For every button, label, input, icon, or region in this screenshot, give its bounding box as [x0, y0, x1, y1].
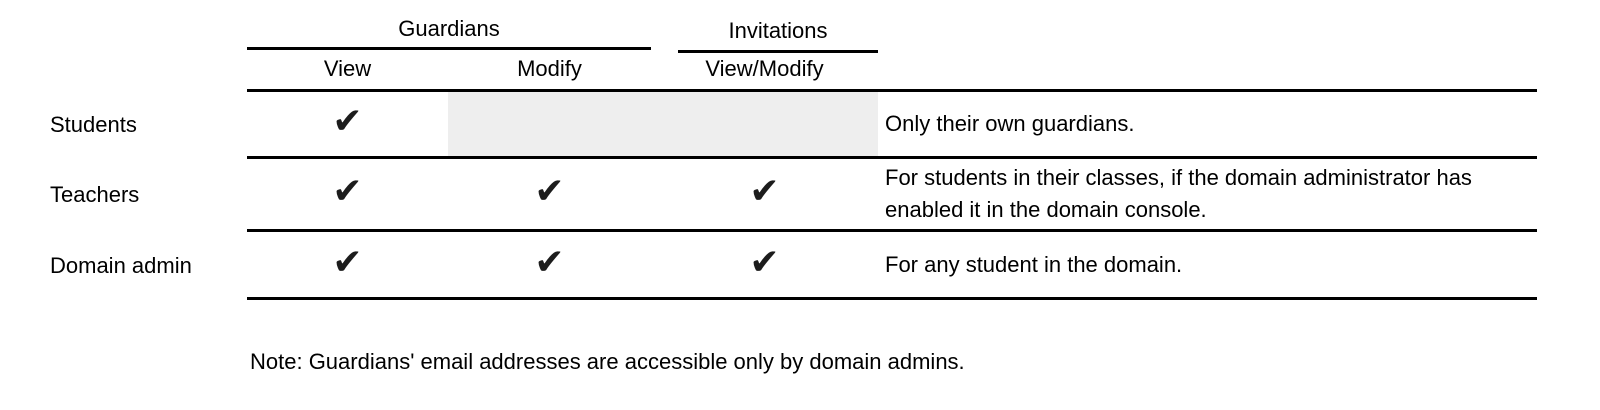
- row-label-domain-admin-text: Domain admin: [50, 252, 192, 278]
- column-header-view: View: [247, 50, 448, 92]
- header-notes-spacer: [878, 12, 1537, 50]
- cell-teachers-viewmodify: ✔: [651, 159, 878, 232]
- check-icon: ✔: [332, 241, 363, 283]
- column-header-modify-label: Modify: [517, 56, 582, 82]
- check-icon: ✔: [534, 241, 565, 283]
- column-group-invitations-underline: Invitations: [678, 12, 878, 53]
- row-label-teachers: Teachers: [50, 159, 247, 232]
- students-note-text: Only their own guardians.: [885, 111, 1135, 137]
- check-icon: ✔: [749, 241, 780, 283]
- check-icon: ✔: [332, 101, 363, 142]
- check-icon: ✔: [749, 171, 780, 212]
- column-header-view-modify-label: View/Modify: [705, 56, 824, 82]
- column-group-invitations-label: Invitations: [728, 18, 828, 43]
- row-label-domain-admin: Domain admin: [50, 232, 247, 300]
- subheader-notes-spacer: [878, 50, 1537, 92]
- check-icon: ✔: [332, 171, 363, 212]
- column-header-view-modify: View/Modify: [651, 50, 878, 92]
- row-label-students: Students: [50, 92, 247, 159]
- column-header-modify: Modify: [448, 50, 651, 92]
- subheader-corner-spacer: [50, 50, 247, 92]
- check-icon: ✔: [534, 171, 565, 212]
- cell-teachers-note: For students in their classes, if the do…: [878, 159, 1537, 232]
- cell-domain-admin-view: ✔: [247, 232, 448, 300]
- row-label-students-text: Students: [50, 112, 137, 138]
- column-group-guardians: Guardians: [247, 12, 651, 50]
- cell-teachers-view: ✔: [247, 159, 448, 232]
- row-label-teachers-text: Teachers: [50, 182, 140, 208]
- column-group-invitations: Invitations: [651, 12, 878, 53]
- cell-domain-admin-viewmodify: ✔: [651, 232, 878, 300]
- domain-admin-note-text: For any student in the domain.: [885, 251, 1183, 277]
- cell-students-note: Only their own guardians.: [878, 92, 1537, 159]
- column-header-view-label: View: [323, 56, 372, 82]
- column-group-guardians-label: Guardians: [398, 16, 500, 42]
- cell-teachers-modify: ✔: [448, 159, 651, 232]
- cell-domain-admin-modify: ✔: [448, 232, 651, 300]
- header-corner-spacer: [50, 12, 247, 50]
- cell-students-modify-viewmodify-disabled: [448, 92, 878, 159]
- footnote: Note: Guardians' email addresses are acc…: [250, 349, 965, 374]
- cell-students-view: ✔: [247, 92, 448, 159]
- permissions-table: Guardians Invitations View Modify View/M…: [50, 12, 1537, 300]
- cell-domain-admin-note: For any student in the domain.: [878, 232, 1537, 300]
- teachers-note-text: For students in their classes, if the do…: [885, 165, 1472, 222]
